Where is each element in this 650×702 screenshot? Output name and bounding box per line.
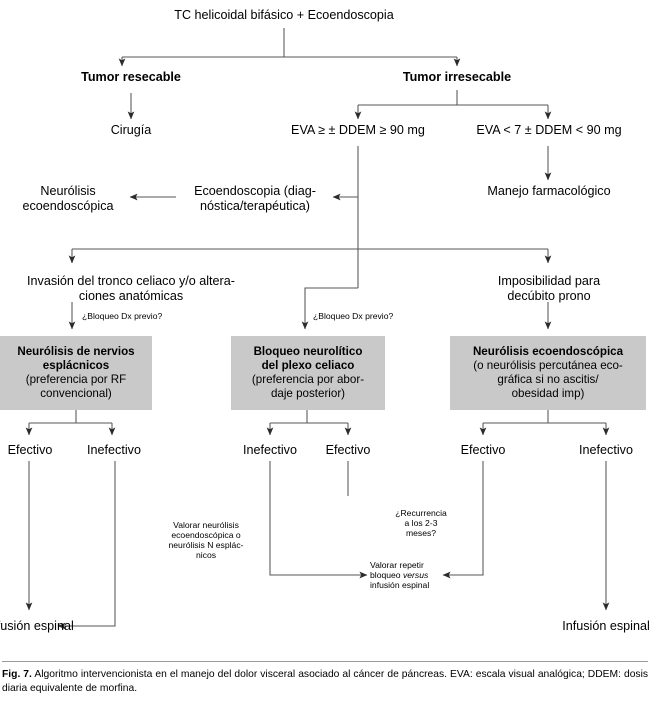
node-surgery: Cirugía bbox=[110, 123, 152, 137]
node-prone-impossible: Imposibilidad para decúbito prono bbox=[497, 274, 601, 303]
annotation-repeat-block-head: Valorar repetir bloqueo bbox=[370, 560, 424, 581]
flowchart-connectors bbox=[25, 28, 610, 630]
box-splanchnic-nerve-neurolysis[interactable]: Neurólisis de nervios esplácnicos (prefe… bbox=[0, 336, 152, 410]
outcome-left-ineffective: Inefectivo bbox=[87, 443, 141, 457]
box-eus-text: Neurólisis ecoendoscópica (o neurólisis … bbox=[473, 345, 623, 401]
box-celiac-plexus-block[interactable]: Bloqueo neurolítico del plexo celiaco (p… bbox=[231, 336, 385, 410]
figure-caption: Fig. 7. Algoritmo intervencionista en el… bbox=[2, 668, 648, 696]
outcome-left-effective: Efectivo bbox=[7, 443, 53, 457]
edge-label-previous-block-middle: ¿Bloqueo Dx previo? bbox=[313, 311, 394, 321]
box-eus-title: Neurólisis ecoendoscópica bbox=[472, 345, 624, 359]
node-pharmacological-management: Manejo farmacológico bbox=[487, 184, 611, 198]
box-celiac-subtitle: (preferencia por abor- daje posterior) bbox=[251, 373, 365, 400]
terminal-spinal-infusion-right: Infusión espinal bbox=[562, 619, 650, 633]
node-eva-low: EVA < 7 ± DDEM < 90 mg bbox=[476, 123, 622, 137]
box-eus-subtitle: (o neurólisis percutánea eco- gráfica si… bbox=[473, 359, 623, 400]
edge-label-previous-block-left: ¿Bloqueo Dx previo? bbox=[82, 311, 163, 321]
annotation-recurrence: ¿Recurrencia a los 2-3 meses? bbox=[395, 508, 447, 539]
box-celiac-title: Bloqueo neurolítico del plexo celiaco bbox=[253, 345, 363, 373]
node-celiac-trunk-invasion: Invasión del tronco celiaco y/o altera- … bbox=[27, 274, 235, 303]
annotation-consider-eus-neurolysis: Valorar neurólisis ecoendoscópica o neur… bbox=[168, 520, 244, 561]
outcome-right-ineffective: Inefectivo bbox=[579, 443, 633, 457]
box-celiac-text: Bloqueo neurolítico del plexo celiaco (p… bbox=[252, 345, 364, 401]
node-tumor-unresectable: Tumor irresecable bbox=[402, 70, 512, 84]
caption-divider bbox=[2, 661, 648, 662]
box-splanchnic-text: Neurólisis de nervios esplácnicos (prefe… bbox=[17, 345, 134, 401]
node-eva-high: EVA ≥ ± DDEM ≥ 90 mg bbox=[291, 123, 425, 137]
outcome-middle-ineffective: Inefectivo bbox=[243, 443, 297, 457]
node-tumor-resectable: Tumor resecable bbox=[81, 70, 181, 84]
outcome-middle-effective: Efectivo bbox=[325, 443, 371, 457]
annotation-repeat-block-tail: infusión espinal bbox=[370, 580, 430, 591]
outcome-right-effective: Efectivo bbox=[460, 443, 506, 457]
caption-text: Algoritmo intervencionista en el manejo … bbox=[2, 669, 649, 694]
node-ecoendoscopia: Ecoendoscopia (diag- nóstica/terapéutica… bbox=[194, 184, 316, 213]
terminal-spinal-infusion-left: Infusión espinal bbox=[0, 619, 74, 633]
node-initial-assessment: TC helicoidal bifásico + Ecoendoscopia bbox=[174, 8, 394, 22]
annotation-repeat-block: Valorar repetir bloqueo versus infusión … bbox=[370, 560, 470, 590]
annotation-repeat-block-italic: versus bbox=[402, 570, 429, 581]
box-eus-neurolysis[interactable]: Neurólisis ecoendoscópica (o neurólisis … bbox=[450, 336, 646, 410]
caption-label: Fig. 7. bbox=[2, 669, 32, 680]
box-splanchnic-title: Neurólisis de nervios esplácnicos bbox=[17, 345, 135, 373]
node-eus-neurolysis: Neurólisis ecoendoscópica bbox=[22, 184, 114, 213]
box-splanchnic-subtitle: (preferencia por RF convencional) bbox=[25, 373, 127, 400]
